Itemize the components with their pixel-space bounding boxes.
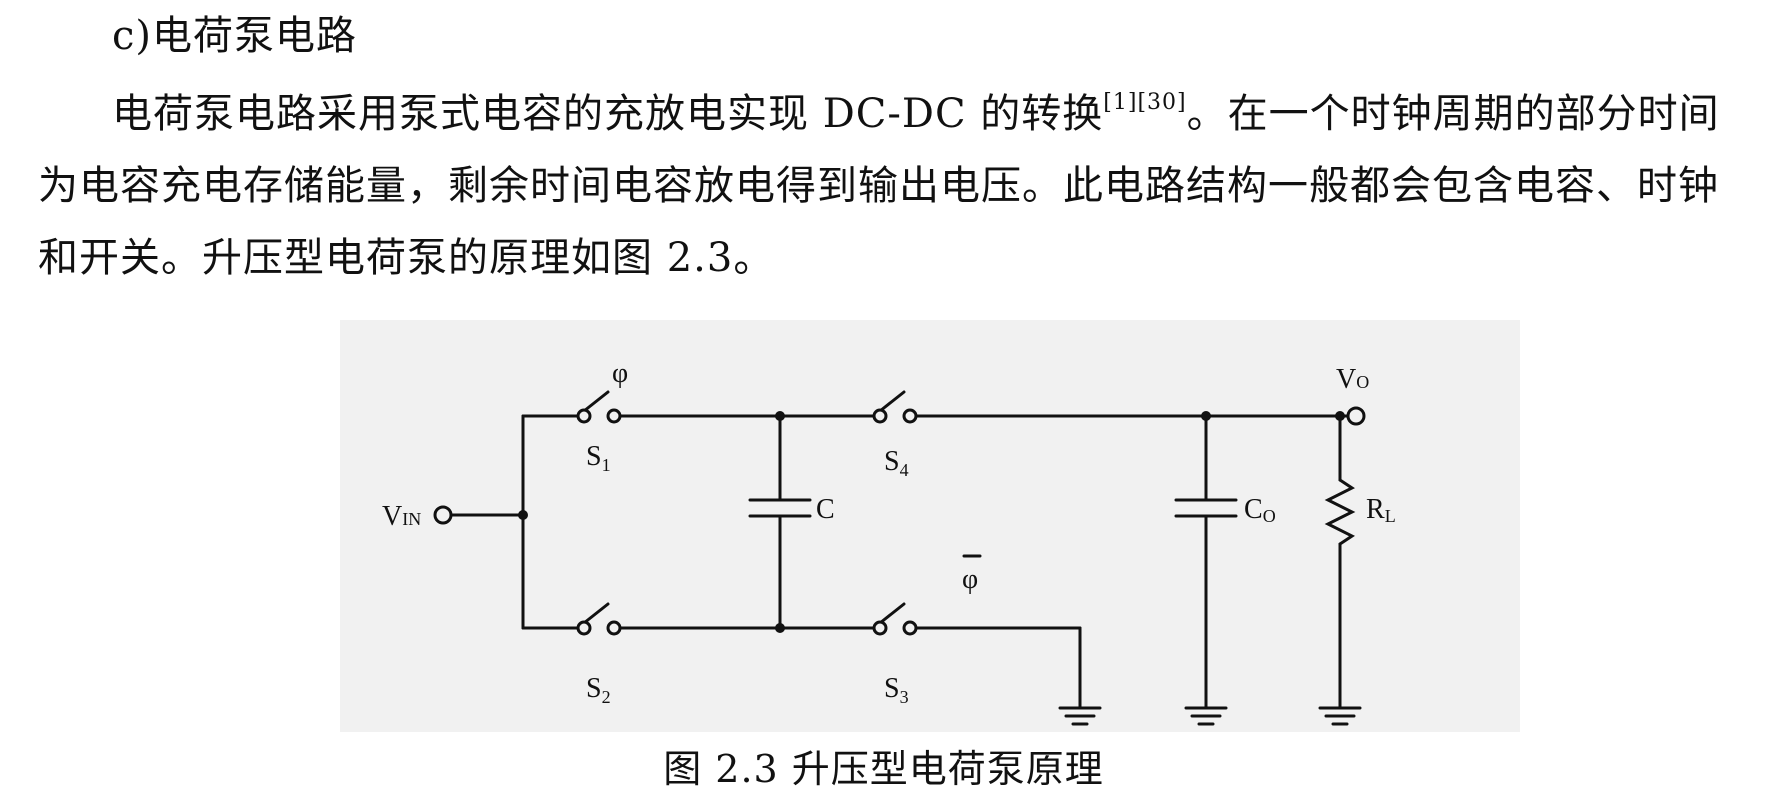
resistor-rl-zigzag (1324, 478, 1356, 546)
junction-rl-top (1335, 411, 1345, 421)
s2-label: S2 (586, 673, 611, 707)
s1-label: S1 (586, 441, 611, 475)
s4-contact-left (872, 408, 888, 424)
junction-c-bottom (775, 623, 785, 633)
paragraph-text-part-2: 。在一个时钟周期的部分时间为电容充电存储能量，剩余时间电容放电得到输出电压。此电… (38, 91, 1720, 281)
paragraph-text-part-1: 电荷泵电路采用泵式电容的充放电实现 DC-DC 的转换 (112, 91, 1104, 137)
junction-co-top (1201, 411, 1211, 421)
s3-label: S3 (884, 673, 909, 707)
phi-bar-label: φ (962, 564, 978, 595)
capacitor-c-label: C (816, 494, 835, 525)
s2-contact-left (576, 620, 592, 636)
s4-blade (878, 390, 906, 413)
s1-blade (582, 390, 610, 413)
capacitor-co-label: CO (1244, 494, 1276, 526)
ground-symbol-rl (1318, 706, 1362, 726)
s4-contact-right (902, 408, 918, 424)
ground-symbol-s3 (1058, 706, 1102, 726)
resistor-rl-label: RL (1366, 494, 1396, 526)
junction-left-bus (518, 510, 528, 520)
vin-terminal (433, 505, 453, 525)
body-paragraph: 电荷泵电路采用泵式电容的充放电实现 DC-DC 的转换[1][30]。在一个时钟… (38, 78, 1738, 294)
s2-contact-right (606, 620, 622, 636)
junction-c-top (775, 411, 785, 421)
circuit-figure: VIN VO φ φ S1 S4 S2 S3 C CO RL (340, 320, 1520, 732)
s1-contact-left (576, 408, 592, 424)
s4-label: S4 (884, 446, 909, 480)
s3-blade (878, 602, 906, 625)
charge-pump-schematic: VIN VO φ φ S1 S4 S2 S3 C CO RL (382, 358, 1396, 726)
ground-symbol-co (1184, 706, 1228, 726)
section-heading: c)电荷泵电路 (112, 13, 358, 59)
vo-label: VO (1336, 364, 1369, 395)
figure-caption: 图 2.3 升压型电荷泵原理 (663, 747, 1104, 791)
s2-blade (582, 602, 610, 625)
vo-terminal (1346, 406, 1366, 426)
citation-reference[interactable]: [1][30] (1103, 90, 1187, 115)
s3-contact-right (902, 620, 918, 636)
vin-label: VIN (382, 501, 421, 532)
s3-contact-left (872, 620, 888, 636)
phi-label: φ (612, 358, 628, 389)
s1-contact-right (606, 408, 622, 424)
